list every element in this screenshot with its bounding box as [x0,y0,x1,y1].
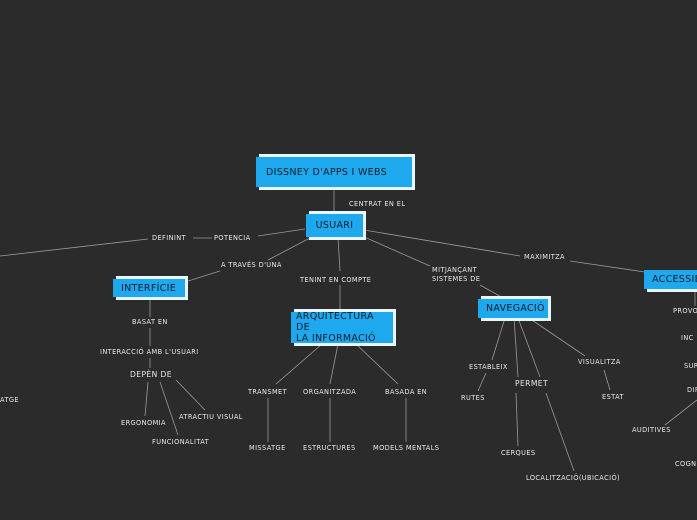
navegacio-permet: PERMET [515,379,549,388]
accessibilitat-dif: DIF [687,386,697,394]
connector-usuari-maximitza [363,229,521,257]
navegacio-estat: ESTAT [602,393,624,401]
connector-nav-estableix [491,317,506,361]
connector-permet-cerques [515,392,519,447]
arquitectura-missatge: MISSATGE [249,444,286,452]
connector-usuari-potencia [257,228,306,237]
navegacio-visualitza: VISUALITZA [578,358,621,366]
connector-arq-organitzada [329,343,339,385]
link-a-traves-duna: A TRAVÉS D'UNA [221,261,282,269]
connector-usuari-atraves [267,237,311,261]
link-mitjancant-line-1: MITJANÇANT [432,266,478,274]
connector-visualitza-estat [603,369,611,391]
interficie-ergonomia: ERGONOMIA [121,419,166,427]
root-node[interactable]: DISSNEY D'APPS I WEBS [256,157,412,187]
arquitectura-title-line-1: ARQUITECTURA DE [296,311,374,333]
connector-definint-left [0,238,149,257]
accessibilitat-node[interactable]: ACCESSIBI [644,270,697,289]
interficie-interaccio: INTERACCIÓ AMB L'USUARI [100,348,199,356]
connector-arq-basada [355,343,399,385]
link-centrat-en-el: CENTRAT EN EL [349,200,406,208]
link-tenint-en-compte: TENINT EN COMPTE [300,276,372,284]
navegacio-estableix: ESTABLEIX [469,363,508,371]
accessibilitat-auditives: AUDITIVES [632,426,671,434]
interficie-depen-de: DEPÈN DE [130,370,172,379]
interficie-node[interactable]: INTERFÍCIE [113,279,185,297]
accessibilitat-cogn: COGN [675,460,697,468]
link-potencia: POTENCIA [214,234,251,242]
interficie-funcionalitat: FUNCIONALITAT [152,438,210,446]
navegacio-rutes: RUTES [461,394,485,402]
connector-maximitza-accessibilitat [569,260,646,273]
connector-depen-ergonomia [144,381,149,417]
accessibilitat-provo: PROVO [673,307,697,315]
arquitectura-title-line-2: LA INFORMACIÓ [296,333,376,344]
arquitectura-estructures: ESTRUCTURES [303,444,356,452]
arquitectura-basada-en: BASADA EN [385,388,428,396]
navegacio-node[interactable]: NAVEGACIÓ [478,299,548,318]
connector-usuari-tenint [337,237,341,272]
arquitectura-transmet: TRANSMET [248,388,288,396]
navegacio-localitzacio: LOCALITZACIÓ(UBICACIÓ) [526,474,621,482]
connector-depen-funcionalitat [159,381,179,436]
arquitectura-organitzada: ORGANITZADA [303,388,357,396]
interficie-basat-en: BASAT EN [132,318,168,326]
arquitectura-node[interactable]: ARQUITECTURA DE LA INFORMACIÓ [291,311,393,344]
connector-usuari-mitjancant [361,235,431,267]
connector-nav-visualitza [525,315,586,357]
connector-depen-atractiu [175,379,206,411]
accessibilitat-inc: INC [681,334,694,342]
left-edge-atge: ATGE [0,396,19,404]
accessibilitat-sur: SUR [684,362,697,370]
interficie-atractiu-visual: ATRACTIU VISUAL [179,413,243,421]
connector-mitjancant-navegacio [479,284,506,300]
link-definint: DEFININT [152,234,187,242]
usuari-node[interactable]: USUARI [306,214,363,237]
connector-nav-permet [513,317,519,378]
navegacio-cerques: CERQUES [501,449,536,457]
arquitectura-models-mentals: MODELS MENTALS [373,444,440,452]
connector-dif-auditives [664,399,697,426]
link-maximitza: MAXIMITZA [524,253,565,261]
connector-permet-localitzacio [545,392,575,472]
connector-estableix-rutes [477,372,487,392]
connector-nav-localitzacio [517,317,541,378]
link-mitjancant-line-2: SISTEMES DE [432,275,481,283]
connector-arq-transmet [275,343,323,385]
connector-atraves-interficie [184,270,221,283]
